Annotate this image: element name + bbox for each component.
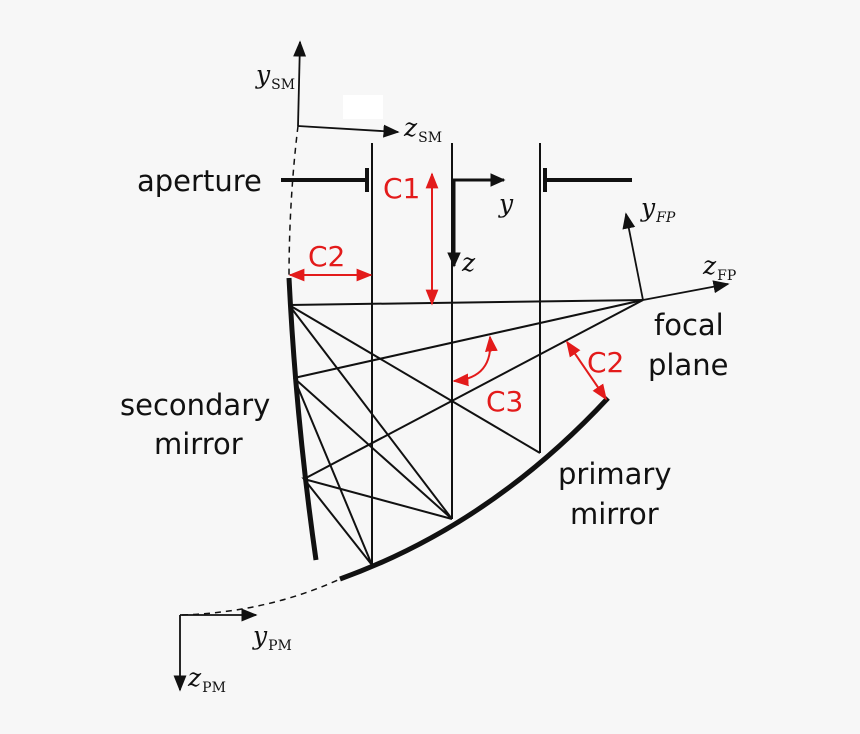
- aperture-z-label: z: [461, 248, 476, 277]
- aperture-frame: [447, 173, 506, 268]
- c1-label: C1: [383, 172, 420, 205]
- secondary-mirror-extension: [288, 125, 299, 279]
- c2-top-label: C2: [308, 240, 345, 273]
- focal-plane-label-line1: focal: [654, 308, 724, 342]
- secondary-mirror: [286, 277, 319, 561]
- aperture-label: aperture: [137, 164, 262, 198]
- zigzag-ray-upper: [288, 304, 541, 454]
- ray-top: [288, 299, 644, 306]
- primary-mirror-label-line2: mirror: [570, 497, 659, 531]
- pm-frame: [173, 608, 258, 692]
- c2-right-label: C2: [587, 346, 624, 379]
- y-sm-label: ySM: [255, 60, 295, 93]
- secondary-mirror-label-line2: mirror: [154, 427, 243, 461]
- aperture-stop: [281, 168, 632, 192]
- primary-mirror: [339, 396, 610, 582]
- c3-angle-arrow: [452, 335, 498, 387]
- z-sm-label: zSM: [403, 113, 442, 146]
- secondary-mirror-label-line1: secondary: [120, 388, 270, 422]
- aperture-y-label: y: [498, 189, 514, 218]
- fp-frame: [622, 212, 730, 301]
- primary-mirror-extension: [181, 578, 341, 616]
- z-pm-label: zPM: [187, 663, 226, 696]
- focal-plane-label-line2: plane: [648, 348, 728, 382]
- z-fp-label: zFP: [702, 251, 736, 284]
- constraint-arrows: [288, 172, 607, 401]
- sm-frame: [293, 40, 400, 138]
- c2-right-arrow: [566, 340, 607, 401]
- c3-label: C3: [486, 385, 523, 418]
- zigzag-ray: [288, 304, 453, 566]
- y-pm-label: yPM: [252, 621, 292, 654]
- y-fp-label: yFP: [640, 193, 676, 226]
- ray-lower: [303, 299, 644, 480]
- blank-patch: [343, 95, 383, 119]
- primary-mirror-label-line1: primary: [558, 457, 672, 491]
